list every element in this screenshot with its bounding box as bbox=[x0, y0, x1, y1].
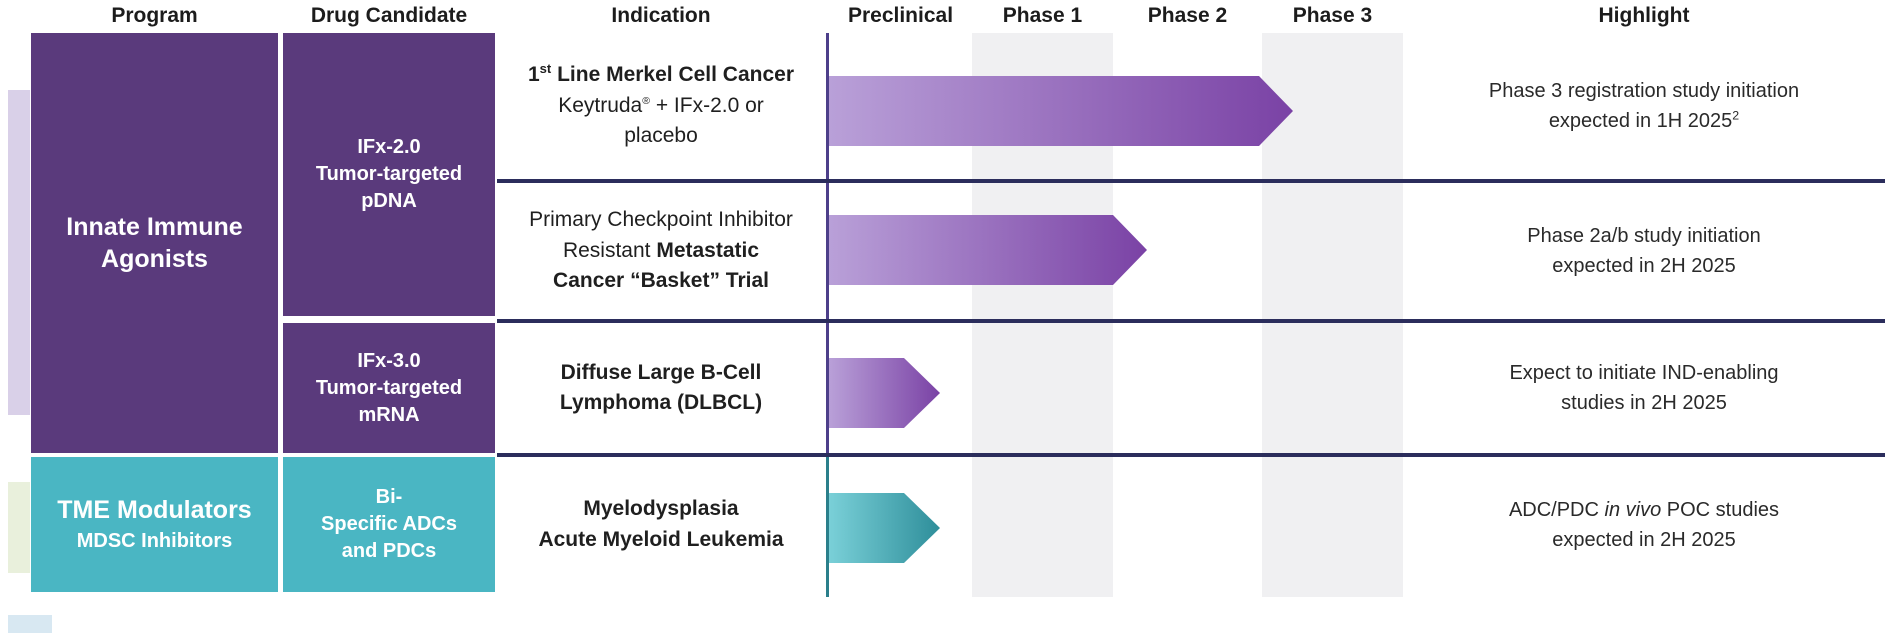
registered-mark: ® bbox=[642, 94, 650, 107]
text-segment: POC studies bbox=[1661, 498, 1780, 521]
candidate-cell-ifx-3-0: IFx-3.0 Tumor-targeted mRNA bbox=[283, 323, 495, 453]
column-header-drug-candidate: Drug Candidate bbox=[310, 4, 468, 27]
column-header-phase-2: Phase 2 bbox=[1147, 4, 1228, 27]
candidate-cell-bispecific-adcs-pdcs: Bi- Specific ADCs and PDCs bbox=[283, 457, 495, 592]
highlight-cell-merkel: Phase 3 registration study initiation ex… bbox=[1403, 33, 1885, 179]
row-separator-3 bbox=[497, 453, 1885, 457]
program-cell-innate-immune-agonists: Innate Immune Agonists bbox=[31, 33, 278, 453]
indication-cell-merkel: 1st Line Merkel Cell Cancer Keytruda® + … bbox=[497, 33, 825, 179]
column-header-phase-3: Phase 3 bbox=[1292, 4, 1373, 27]
highlight-line: expected in 1H 20252 bbox=[1549, 106, 1739, 136]
preclinical-start-line-teal-segment bbox=[826, 455, 829, 597]
highlight-line: Phase 3 registration study initiation bbox=[1488, 80, 1800, 102]
highlight-cell-mds-aml: ADC/PDC in vivo POC studies expected in … bbox=[1403, 457, 1885, 592]
indication-line: 1st Line Merkel Cell Cancer bbox=[528, 60, 794, 90]
column-header-highlight: Highlight bbox=[1598, 4, 1690, 27]
text-segment: Line Merkel Cell Cancer bbox=[551, 63, 795, 87]
progress-arrow-merkel bbox=[829, 76, 1293, 146]
program-cell-tme-modulators: TME Modulators MDSC Inhibitors bbox=[31, 457, 278, 592]
preclinical-start-line-purple-segment bbox=[826, 33, 829, 455]
superscript-st: st bbox=[539, 61, 552, 77]
text-segment: Metastatic bbox=[656, 238, 760, 262]
program-label-line: Innate Immune bbox=[66, 212, 243, 241]
candidate-label-line: Tumor-targeted bbox=[315, 376, 463, 399]
indication-line: Keytruda® + IFx-2.0 or bbox=[558, 91, 764, 121]
text-segment: ADC/PDC bbox=[1508, 498, 1605, 521]
indication-line: Lymphoma (DLBCL) bbox=[559, 391, 763, 414]
program-label-line: Agonists bbox=[101, 245, 208, 273]
highlight-line: expected in 2H 2025 bbox=[1552, 255, 1736, 277]
candidate-label-line: IFx-2.0 bbox=[357, 136, 421, 158]
row-separator-2 bbox=[497, 319, 1885, 323]
row-separator-1 bbox=[497, 179, 1885, 183]
candidate-cell-ifx-2-0: IFx-2.0 Tumor-targeted pDNA bbox=[283, 33, 495, 316]
indication-cell-dlbcl: Diffuse Large B-Cell Lymphoma (DLBCL) bbox=[497, 323, 825, 453]
highlight-line: Phase 2a/b study initiation bbox=[1527, 225, 1761, 247]
text-segment: expected in 1H 2025 bbox=[1548, 110, 1733, 132]
candidate-label-line: Bi- bbox=[375, 486, 403, 508]
text-segment: Resistant bbox=[562, 238, 657, 262]
column-header-program: Program bbox=[111, 4, 198, 27]
progress-arrow-basket bbox=[829, 215, 1147, 285]
column-header-indication: Indication bbox=[611, 4, 711, 27]
highlight-line: Expect to initiate IND-enabling bbox=[1509, 362, 1779, 384]
footnote-superscript: 2 bbox=[1732, 108, 1740, 123]
progress-arrow-mds-aml bbox=[829, 493, 940, 563]
text-segment: + IFx-2.0 or bbox=[650, 93, 764, 117]
candidate-label-line: IFx-3.0 bbox=[357, 349, 421, 372]
highlight-line: ADC/PDC in vivo POC studies bbox=[1509, 495, 1779, 525]
indication-line: Acute Myeloid Leukemia bbox=[538, 527, 784, 551]
indication-line: Myelodysplasia bbox=[583, 497, 739, 521]
candidate-label-line: pDNA bbox=[361, 190, 417, 212]
progress-arrow-dlbcl bbox=[829, 358, 940, 428]
indication-line: Diffuse Large B-Cell bbox=[560, 360, 762, 384]
column-header-preclinical: Preclinical bbox=[847, 4, 954, 27]
phase-3-column-band bbox=[1262, 33, 1403, 597]
text-segment-italic: in vivo bbox=[1604, 498, 1662, 521]
indication-line: placebo bbox=[624, 124, 698, 148]
decor-blue-rect bbox=[8, 615, 52, 633]
program-label-subtitle: MDSC Inhibitors bbox=[76, 529, 233, 552]
indication-line: Resistant Metastatic bbox=[563, 236, 759, 266]
text-segment: 1 bbox=[527, 63, 540, 87]
highlight-cell-basket: Phase 2a/b study initiation expected in … bbox=[1403, 183, 1885, 319]
indication-cell-mds-aml: Myelodysplasia Acute Myeloid Leukemia bbox=[497, 457, 825, 592]
decor-lavender-rect bbox=[8, 90, 30, 415]
candidate-label-line: and PDCs bbox=[341, 540, 437, 562]
indication-line: Cancer “Basket” Trial bbox=[553, 269, 769, 293]
highlight-line: expected in 2H 2025 bbox=[1552, 528, 1736, 551]
column-header-phase-1: Phase 1 bbox=[1002, 4, 1083, 27]
program-label-title: TME Modulators bbox=[57, 496, 252, 525]
candidate-label-line: Tumor-targeted bbox=[315, 163, 463, 185]
highlight-line: studies in 2H 2025 bbox=[1561, 392, 1727, 414]
indication-cell-basket: Primary Checkpoint Inhibitor Resistant M… bbox=[497, 183, 825, 319]
indication-line: Primary Checkpoint Inhibitor bbox=[529, 208, 793, 232]
candidate-label-line: Specific ADCs bbox=[321, 513, 457, 535]
decor-green-rect bbox=[8, 482, 30, 573]
text-segment: Keytruda bbox=[558, 93, 643, 117]
candidate-label-line: mRNA bbox=[358, 403, 420, 426]
highlight-cell-dlbcl: Expect to initiate IND-enabling studies … bbox=[1403, 323, 1885, 453]
